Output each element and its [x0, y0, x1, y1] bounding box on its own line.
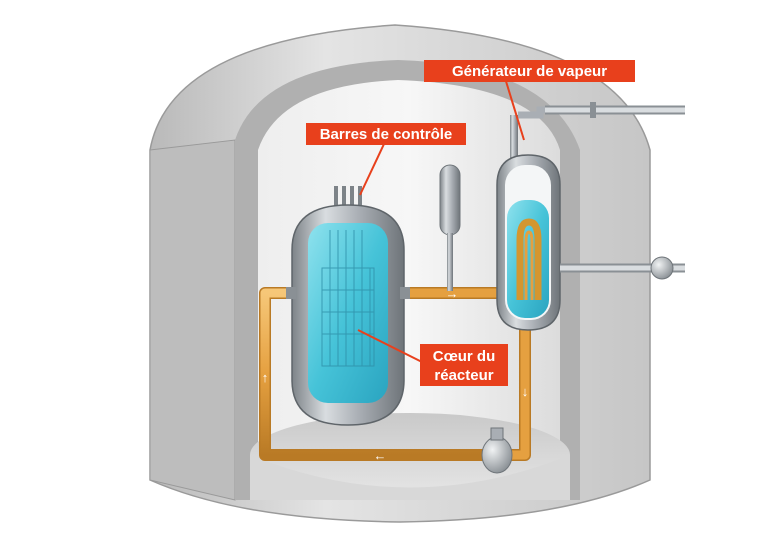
control-rod-heads: [334, 186, 362, 206]
reactor-vessel: [286, 186, 410, 426]
leader-steam-generator: [504, 77, 525, 141]
label-reactor-core: Cœur du réacteur: [420, 344, 508, 386]
pressurizer-icon: [439, 164, 461, 291]
flow-arrow-right: ↓: [522, 384, 529, 399]
label-reactor-core-line2: réacteur: [434, 367, 493, 384]
leader-reactor-core: [357, 329, 431, 367]
label-steam-generator-text: Générateur de vapeur: [452, 63, 607, 80]
pump-icon: [481, 427, 513, 474]
label-steam-generator: Générateur de vapeur: [424, 60, 635, 82]
flow-arrow-bottom: ←: [374, 448, 387, 463]
label-reactor-core-line1: Cœur du: [433, 348, 495, 365]
label-control-rods-text: Barres de contrôle: [320, 126, 453, 143]
leader-lines: [357, 77, 525, 367]
secondary-pipes: [545, 102, 685, 280]
primary-coolant-loop: [259, 287, 531, 461]
label-control-rods: Barres de contrôle: [306, 123, 466, 145]
leader-control-rods: [359, 143, 385, 196]
flow-arrow-left: ↑: [262, 370, 269, 385]
steam-generator: [496, 106, 561, 331]
